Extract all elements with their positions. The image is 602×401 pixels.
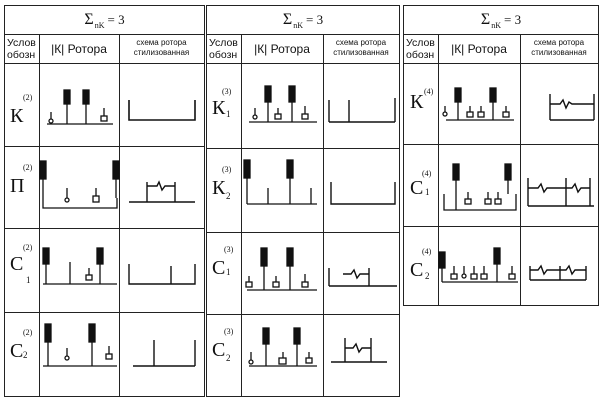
scheme-diagram <box>527 178 594 207</box>
scheme-diagram <box>330 182 396 205</box>
rotor-diagram <box>47 89 113 125</box>
col-header-rotor: |К| Ротора <box>241 34 323 64</box>
row-symbol: С (4) 2 <box>410 247 432 281</box>
col-header-rotor: |К| Ротора <box>438 34 520 64</box>
rotor-diagram <box>248 327 317 367</box>
sigma-symbol: Σ <box>84 11 94 28</box>
sigma-subscript: nK <box>293 20 303 30</box>
scheme-diagram <box>133 340 196 367</box>
sigma-symbol: Σ <box>282 11 293 28</box>
row-symbol: С (4) 1 <box>410 169 432 199</box>
rotor-diagram <box>442 87 514 121</box>
table-header: Σ nK = 3 <box>207 6 399 35</box>
row-symbol: С (2) 1 <box>10 243 33 285</box>
row-symbol: С (3) 1 <box>212 245 234 279</box>
row-symbol: С (3) 2 <box>212 327 234 363</box>
scheme-diagram <box>328 98 396 123</box>
row-symbol: С (2) 2 <box>10 328 33 362</box>
rotor-diagram <box>443 163 517 211</box>
rotor-diagram <box>43 323 117 367</box>
rotor-diagram <box>245 247 317 291</box>
row-symbol: П (2) <box>10 163 33 197</box>
sigma-value: = 3 <box>107 12 125 27</box>
sigma-value: = 3 <box>504 12 522 27</box>
rotor-diagram <box>438 247 518 283</box>
scheme-diagram <box>529 264 587 281</box>
scheme-diagram <box>331 338 387 363</box>
rotor-diagram <box>42 247 117 285</box>
sigma-subscript: nK <box>94 20 105 30</box>
scheme-diagram <box>328 268 397 287</box>
row-symbol: К (2) <box>10 93 33 127</box>
row-symbol: К (3) 1 <box>212 87 232 119</box>
scheme-diagram <box>549 94 595 121</box>
sigma-value: = 3 <box>306 12 324 27</box>
scheme-diagram <box>129 180 195 203</box>
rotor-diagram <box>39 160 120 209</box>
col-header-rotor: |К| Ротора <box>39 34 119 64</box>
rotor-diagram <box>243 159 317 205</box>
table-header: Σ nK = 3 <box>5 6 204 35</box>
sigma-subscript: nK <box>491 20 501 30</box>
scheme-diagram <box>128 100 196 121</box>
row-symbol: К (3) 2 <box>212 165 232 201</box>
sigma-symbol: Σ <box>480 11 491 28</box>
row-symbol: К (4) <box>410 87 434 113</box>
rotor-diagram <box>249 85 317 123</box>
scheme-diagram <box>128 264 196 285</box>
table-header: Σ nK = 3 <box>404 6 598 35</box>
